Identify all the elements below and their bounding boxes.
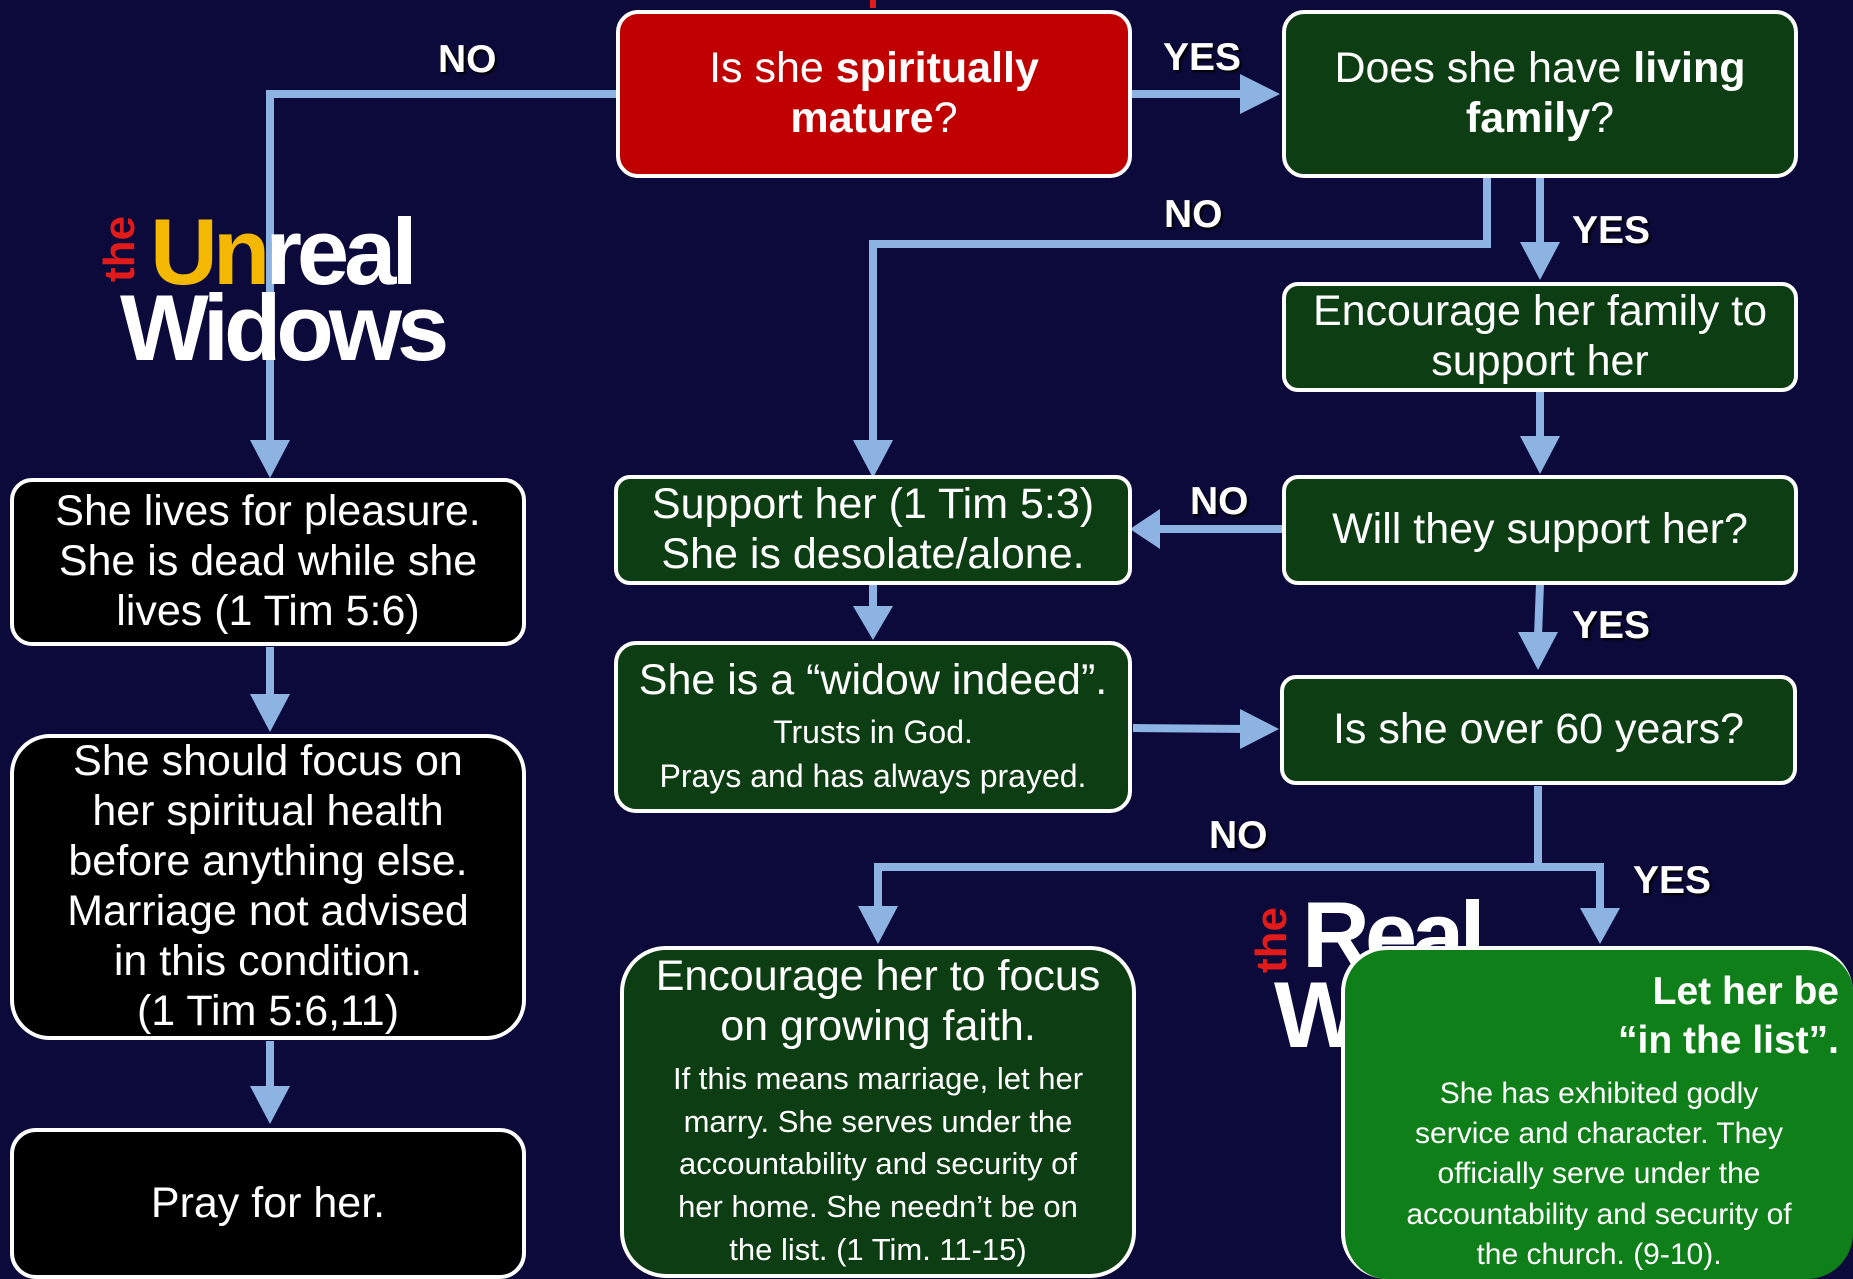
logo-real: real	[265, 199, 417, 304]
box-over-60: Is she over 60 years?	[1280, 675, 1797, 785]
box-growing-faith: Encourage her to focus on growing faith.…	[620, 946, 1136, 1278]
arrow-over60-no	[874, 863, 1538, 910]
arrowhead-support-widow	[853, 606, 893, 640]
box-pray-for-her: Pray for her.	[10, 1128, 526, 1279]
logo-the: the	[95, 216, 144, 282]
arrowhead-support-no	[1130, 509, 1160, 549]
in-list-title: Let her be “in the list”.	[1617, 970, 1839, 1062]
arrowhead-support-yes	[1518, 632, 1558, 670]
unreal-widows-logo: the Unreal Widows	[95, 199, 449, 375]
box-will-support: Will they support her?	[1282, 475, 1798, 585]
logo-un: Un	[150, 199, 270, 304]
box-widow-indeed: She is a “widow indeed”. Trusts in God. …	[614, 641, 1132, 813]
box-spiritually-mature: Is she spiritually mature?	[616, 10, 1132, 178]
box-support-her: Support her (1 Tim 5:3) She is desolate/…	[614, 475, 1132, 585]
arrowhead-pleasure-focus	[250, 694, 290, 732]
box-in-the-list: Let her be “in the list”. She has exhibi…	[1341, 946, 1853, 1279]
box-focus-spiritual-health: She should focus on her spiritual health…	[10, 734, 526, 1040]
box-encourage-family: Encourage her family to support her	[1282, 282, 1798, 392]
box-living-family: Does she have living family?	[1282, 10, 1798, 178]
arrowhead-over60-no	[858, 906, 898, 944]
label-yes-support: YES	[1572, 604, 1651, 647]
arrowhead-focus-pray	[250, 1086, 290, 1124]
label-no-support: NO	[1190, 480, 1249, 523]
arrow-over60-yes	[1538, 863, 1604, 915]
label-yes-mature: YES	[1163, 36, 1242, 79]
box-lives-for-pleasure: She lives for pleasure. She is dead whil…	[10, 478, 526, 646]
arrow-widow-over60	[1132, 724, 1249, 733]
label-yes-over60: YES	[1633, 859, 1712, 902]
arrowhead-mature-no	[250, 440, 290, 478]
arrow-mature-no	[266, 90, 620, 440]
arrowhead-family-yes	[1520, 242, 1560, 280]
arrowhead-mature-yes	[1240, 74, 1280, 114]
logo-widows: Widows	[120, 275, 449, 380]
in-list-body: She has exhibited godly service and char…	[1406, 1077, 1792, 1271]
arrowhead-family-no	[853, 440, 893, 478]
label-no-mature: NO	[438, 38, 497, 81]
label-no-family: NO	[1164, 193, 1223, 236]
arrowhead-encourage-support	[1520, 436, 1560, 474]
label-yes-family: YES	[1572, 209, 1651, 252]
arrow-support-yes	[1534, 583, 1544, 637]
arrowhead-over60-yes	[1580, 908, 1620, 944]
arrow-family-no	[869, 176, 1491, 440]
label-no-over60: NO	[1209, 814, 1268, 857]
arrowhead-widow-over60	[1240, 709, 1279, 749]
